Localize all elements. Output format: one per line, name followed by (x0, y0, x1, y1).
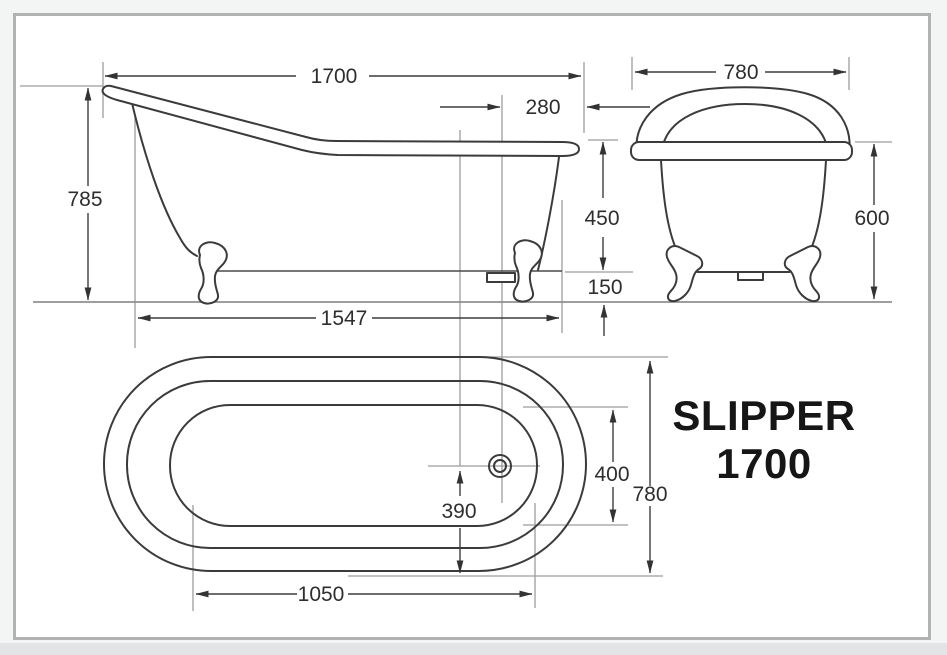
dim-flat-base-length: 1050 (195, 583, 533, 606)
dim-label-1700: 1700 (311, 65, 358, 88)
plan-view (103, 356, 587, 572)
plan-outer-rim (103, 356, 587, 572)
dim-label-400: 400 (594, 463, 629, 486)
end-rim (630, 141, 853, 161)
end-view (630, 86, 853, 303)
end-arch-outer (635, 86, 851, 159)
side-right-foot (512, 239, 543, 303)
dim-label-150: 150 (587, 276, 622, 299)
end-left-foot (665, 245, 704, 303)
dim-label-1050: 1050 (298, 583, 345, 606)
dim-label-390: 390 (441, 500, 476, 523)
plan-drain-inner (493, 459, 507, 473)
end-arch-inner (662, 103, 827, 146)
dim-overall-length: 1700 (104, 65, 582, 88)
side-back-wall (131, 102, 198, 257)
dim-plan-overall-width: 780 (632, 360, 668, 574)
dim-label-780-plan: 780 (632, 483, 667, 506)
dimension-lines: 1700 280 780 785 450 150 (67, 61, 889, 606)
dim-rim-to-underside: 450 (584, 141, 620, 271)
plan-inner-rim (126, 380, 564, 549)
side-rim (101, 84, 580, 157)
side-waste-outlet (486, 272, 516, 283)
model-title: SLIPPER 1700 (672, 392, 855, 487)
dim-label-450: 450 (584, 207, 619, 230)
model-title-line2: 1700 (716, 440, 811, 487)
dim-label-600: 600 (854, 207, 889, 230)
model-title-line1: SLIPPER (672, 392, 855, 439)
dim-inner-width-at-drain: 400 (594, 409, 630, 523)
end-waste-outlet (737, 271, 764, 281)
dim-drain-to-outer-edge: 390 (441, 470, 477, 574)
dim-drain-to-front-edge: 280 (440, 96, 650, 119)
page-bottom-strip (0, 643, 947, 655)
dim-end-overall-width: 780 (634, 61, 847, 84)
side-left-foot (197, 241, 228, 305)
extension-lines (20, 57, 892, 611)
dim-base-length: 1547 (137, 307, 560, 330)
dim-label-780-end: 780 (723, 61, 758, 84)
end-right-foot (783, 245, 822, 303)
plan-basin (169, 404, 538, 527)
dim-underside-clearance: 150 (587, 276, 623, 336)
plan-drain-outer (488, 454, 512, 478)
dim-label-1547: 1547 (321, 307, 368, 330)
dim-end-rim-height: 600 (854, 143, 890, 300)
dim-overall-height: 785 (67, 87, 103, 301)
dim-label-280: 280 (525, 96, 560, 119)
dim-label-785: 785 (67, 188, 102, 211)
side-view (101, 84, 580, 305)
